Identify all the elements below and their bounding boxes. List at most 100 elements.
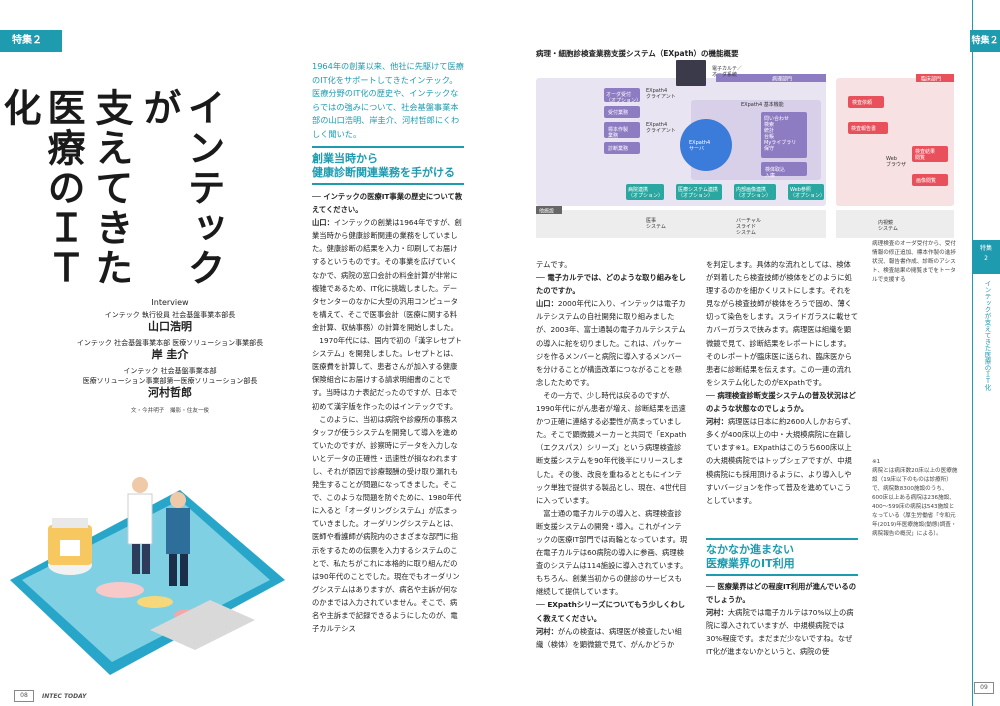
right-feature-tag: 特集２ [970, 30, 1000, 52]
blister-pack-icon [150, 600, 255, 650]
interviewee-3-name: 河村哲郎 [148, 386, 192, 399]
speaker-2: 山口： [536, 299, 558, 309]
other-facility-area [536, 210, 826, 238]
answer-4-text: 病理医は日本に約2600人しかおらず、多くが400床以上の中・大規模病院に在籍し… [706, 417, 856, 505]
receive-box: 受付業務 [608, 109, 628, 116]
clinical-header [916, 74, 954, 82]
column-1: ── インテックの医療IT事業の歴史について教えてください。 山口：インテックの… [312, 190, 464, 670]
question-2: ── 電子カルテでは、どのような取り組みをしたのですか。 [536, 273, 686, 296]
diagnosis-box: 診断業務 [608, 145, 628, 152]
footnote: ※1 病院とは病床数20床以上の医療施設（19床以下のものは診療所）で、病院数8… [872, 459, 958, 537]
column-3b: ── 医療業界はどの程度IT利用が進んでいるのでしょうか。 河村：大病院では電子… [706, 580, 858, 672]
dept-clinical: 臨床部門 [921, 76, 941, 83]
ext-medical-affairs: 医事システム [646, 217, 666, 230]
patient-figure [166, 492, 190, 586]
other-facility-label: 他施設 [539, 208, 554, 215]
section2-rule-top [706, 538, 858, 540]
interviewee-2-role: インテック 社会基盤事業本部 医療ソリューション事業部長 [76, 339, 264, 347]
option-medical-system-link: 医療システム連携（オプション） [678, 186, 718, 199]
pill-icon [96, 582, 144, 598]
column-3-lead: を判定します。具体的な流れとしては、検体が到着したら検査技師が検体をどのように処… [706, 260, 858, 387]
interviewee-2-name: 岸 圭介 [151, 348, 189, 361]
server-circle [680, 119, 732, 171]
page-title: インテックが 支えてきた 医療のＩＴ化 [0, 88, 225, 303]
speaker-5: 河村： [706, 608, 728, 618]
answer-1-text: インテックの創業は1964年ですが、創業当時から健康診断関連の業務をしていました… [312, 218, 462, 332]
question-1: ── インテックの医療IT事業の歴史について教えてください。 [312, 192, 463, 215]
interviewee-1-role: インテック 執行役員 社会基盤事業本部長 [104, 311, 236, 319]
paragraph-2: 1970年代には、国内で初の「漢字レセプトシステム」を開発しました。レセプトとは… [312, 336, 462, 411]
clinical-request: 検査依頼 [852, 99, 872, 106]
credits: 文・今井明子 撮影・住友一俊 [130, 408, 210, 414]
section2-heading: なかなか進まない 医療業界のIT利用 [706, 543, 795, 570]
dept-pathology: 病理部門 [772, 76, 792, 83]
question-5: ── 医療業界はどの程度IT利用が進んでいるのでしょうか。 [706, 582, 856, 605]
running-title: インテックが支えてきた医療のＩＴ化 [983, 280, 991, 391]
option-web-view: Web参照（オプション） [790, 186, 825, 199]
magazine-name: INTEC TODAY [42, 692, 87, 700]
section2-rule-bottom [706, 574, 858, 576]
right-feature-tag-small: 特集 2 [972, 240, 1000, 274]
doctor-figure [127, 477, 153, 574]
answer-1: 山口：インテックの創業は1964年ですが、創業当時から健康診断関連の業務をしてい… [312, 216, 464, 334]
order-option: オーダ受付（オプション） [606, 91, 641, 104]
speaker-4: 河村： [706, 417, 728, 427]
paragraph-c2-2: その一方で、少し時代は戻るのですが、1990年代にがん患者が増え、診断結果を迅速… [536, 390, 687, 505]
answer-3-text: がんの検査は、病理医が検査したい組織（検体）を顕微鏡で見て、がんかどうか [536, 626, 682, 649]
page-number-left: 08 [14, 690, 34, 702]
title-line-1: インテックが [137, 88, 225, 288]
basic-function-label: EXpath4 基本機能 [741, 101, 784, 108]
paragraph-3: このように、当初は病院や診療所の事務スタッフが使うシステムを開発して導入を進めて… [312, 414, 462, 634]
option-image-link: 内部画像連携（オプション） [736, 186, 771, 199]
pathology-header [716, 74, 826, 82]
specimen-box: 標本作製業務 [608, 126, 628, 139]
answer-5: 河村：大病院では電子カルテは70%以上の病院に導入されていますが、中規模病院では… [706, 606, 858, 658]
section1-heading: 創業当時から 健康診断関連業務を手がける [312, 152, 455, 179]
clinical-image-view: 画像閲覧 [916, 177, 936, 184]
interviewee-1-name: 山口浩明 [148, 320, 192, 333]
interview-block: Interview インテック 執行役員 社会基盤事業本部長 山口浩明 インテッ… [60, 298, 280, 416]
column-2: テムです。 ── 電子カルテでは、どのような取り組みをしたのですか。 山口：20… [536, 258, 688, 673]
interviewee-3-role1: インテック 社会基盤事業本部 [123, 367, 217, 375]
answer-3: 河村：がんの検査は、病理医が検査したい組織（検体）を顕微鏡で見て、がんかどうか [536, 625, 688, 651]
diagram-title: 病理・細胞診検査業務支援システム（EXpath）の機能概要 [536, 49, 739, 58]
option-hospital-link: 病院連携（オプション） [628, 186, 663, 199]
stock-box: 検体取込入庫 [765, 166, 785, 179]
question-3: ── EXpathシリーズについてもう少しくわしく教えてください。 [536, 600, 686, 623]
diagram-caption: 病理検査のオーダ受付から、受付情報の修正追加、標本作製の進捗状況、報告書作成、診… [872, 241, 956, 283]
ext-virtual-slide: バーチャルスライドシステム [736, 218, 761, 236]
title-line-3: 医療のＩＴ化 [0, 88, 85, 288]
order-system-label: 電子カルテ／オーダ系統 [712, 65, 742, 78]
title-line-2: 支えてきた [89, 88, 133, 288]
feature-tag: 特集２ [0, 30, 62, 52]
answer-5-text: 大病院では電子カルテは70%以上の病院に導入されていますが、中規模病院では30%… [706, 608, 854, 657]
interviewee-3-role2: 医療ソリューション事業部第一医療ソリューション部長 [82, 377, 258, 385]
page-number-right: 09 [974, 682, 994, 694]
column-2-lead: テムです。 [536, 260, 572, 269]
order-system-server-icon [676, 60, 706, 86]
paragraph-c2-3: 富士通の電子カルテの導入と、病理検査診断支援システムの開発・導入。これがインテッ… [536, 508, 688, 597]
section1-rule-top [312, 146, 464, 148]
column-3: を判定します。具体的な流れとしては、検体が到着したら検査技師が検体をどのように処… [706, 258, 858, 523]
footer-left: 08 INTEC TODAY [14, 690, 86, 702]
speaker-3: 河村： [536, 626, 558, 636]
section1-rule-bottom [312, 183, 464, 185]
intro-text: 1964年の創業以来、他社に先駆けて医療のIT化をサポートしてきたインテック。医… [312, 61, 464, 139]
doctor-illustration [10, 477, 285, 675]
interview-label: Interview [151, 298, 189, 307]
answer-2-text: 2000年代に入り、インテックは電子カルテシステムの自社開発に取り組みましたが、… [536, 299, 686, 387]
answer-4: 河村：病理医は日本に約2600人しかおらず、多くが400床以上の中・大規模病院に… [706, 415, 858, 507]
pill-icon-2 [137, 596, 173, 608]
question-4: ── 病理検査診断支援システムの普及状況はどのような状態なのでしょうか。 [706, 390, 856, 414]
clinical-report: 検査報告書 [851, 125, 876, 132]
speaker-1: 山口： [312, 218, 334, 228]
answer-2: 山口：2000年代に入り、インテックは電子カルテシステムの自社開発に取り組みまし… [536, 297, 688, 389]
ext-endoscope: 内視鏡システム [878, 219, 898, 232]
right-margin-band [972, 0, 1000, 706]
clinical-result-view: 検査結果閲覧 [915, 148, 935, 161]
